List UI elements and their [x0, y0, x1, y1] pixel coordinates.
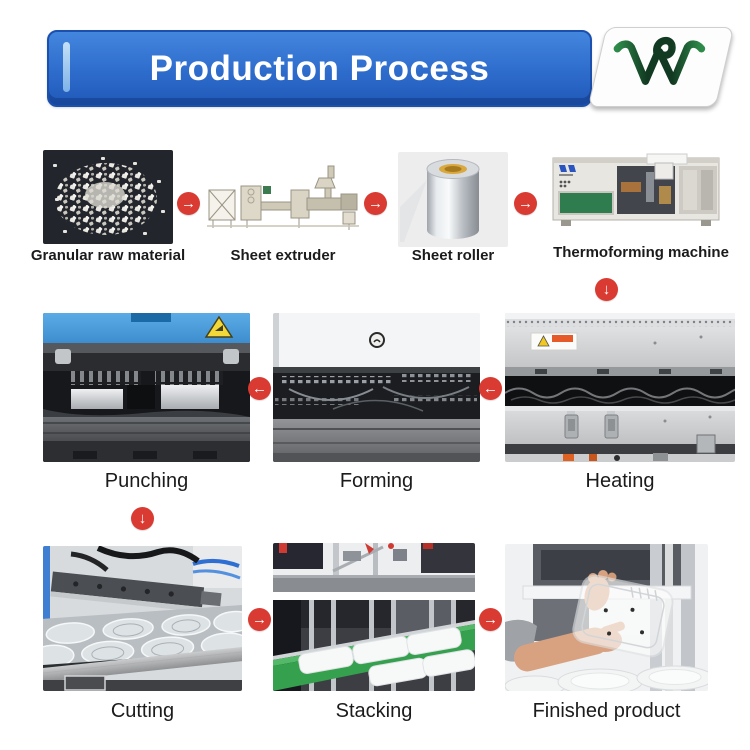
sheet-roller-photo	[398, 152, 508, 247]
flow-arrow-right-icon: →	[364, 192, 387, 215]
heating-photo	[505, 313, 735, 462]
flow-arrow-right-icon: →	[479, 608, 502, 631]
step-label: Granular raw material	[30, 247, 186, 264]
finished-product-photo	[505, 544, 708, 691]
thermoforming-machine-photo	[551, 152, 723, 232]
cutting-photo	[43, 546, 242, 691]
step-label: Punching	[104, 470, 189, 492]
brand-logo-tile	[587, 27, 735, 107]
step-label: Sheet roller	[411, 247, 495, 264]
granular-raw-material-photo	[43, 150, 173, 244]
flow-arrow-right-icon: →	[177, 192, 200, 215]
step-label: Stacking	[335, 700, 413, 722]
punching-photo	[43, 313, 250, 462]
step-label: Sheet extruder	[230, 247, 336, 264]
flow-arrow-left-icon: ←	[479, 377, 502, 400]
step-label: Heating	[585, 470, 655, 492]
stacking-photo	[273, 543, 475, 691]
flow-arrow-down-icon: ↓	[595, 278, 618, 301]
flow-arrow-down-icon: ↓	[131, 507, 154, 530]
page-title: Production Process	[149, 48, 490, 88]
flow-arrow-right-icon: →	[514, 192, 537, 215]
flow-arrow-right-icon: →	[248, 608, 271, 631]
header-banner: Production Process	[47, 30, 592, 107]
green-w-logo-icon	[613, 34, 709, 101]
banner-accent-stripe	[63, 42, 70, 92]
step-label: Cutting	[110, 700, 175, 722]
forming-photo	[273, 313, 480, 462]
step-label: Thermoforming machine	[553, 244, 729, 261]
step-label: Forming	[339, 470, 414, 492]
flow-arrow-left-icon: ←	[248, 377, 271, 400]
step-label: Finished product	[532, 700, 681, 722]
sheet-extruder-photo	[203, 160, 363, 240]
